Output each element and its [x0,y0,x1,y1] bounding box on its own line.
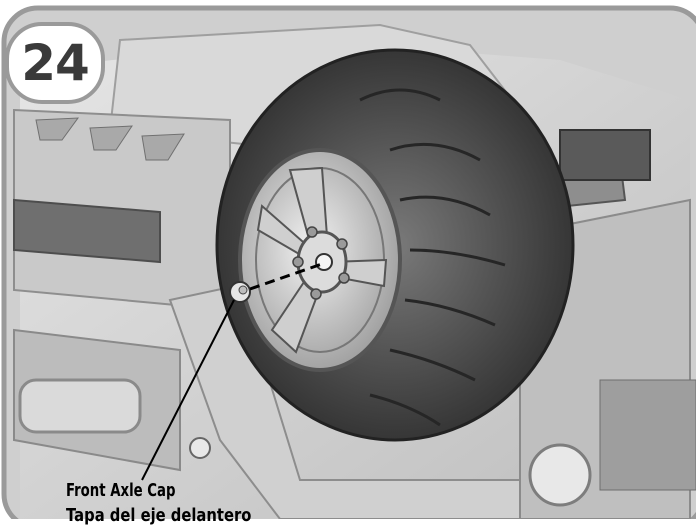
callout-label: Front Axle Cap Tapa del eje delantero [66,480,292,526]
vent-3 [141,133,185,161]
assembly-guide-line [249,262,323,291]
bolt-head [189,437,211,459]
part-label-english: Front Axle Cap [66,480,176,501]
step-number: 24 [21,34,90,92]
bracket-block [559,129,651,181]
step-handle [18,378,142,434]
step-number-badge: 24 [5,22,105,104]
part-label-spanish: Tapa del eje delantero [66,505,252,526]
tire-tread [359,88,506,427]
vent-2 [89,125,133,151]
callout-leader [141,299,235,481]
headlight [528,443,592,507]
axle-cap-inner [238,285,248,295]
vent-1 [35,117,80,141]
side-slot [13,198,161,264]
axle-center [315,253,333,271]
lug-nuts [292,226,350,300]
grille [599,379,696,491]
